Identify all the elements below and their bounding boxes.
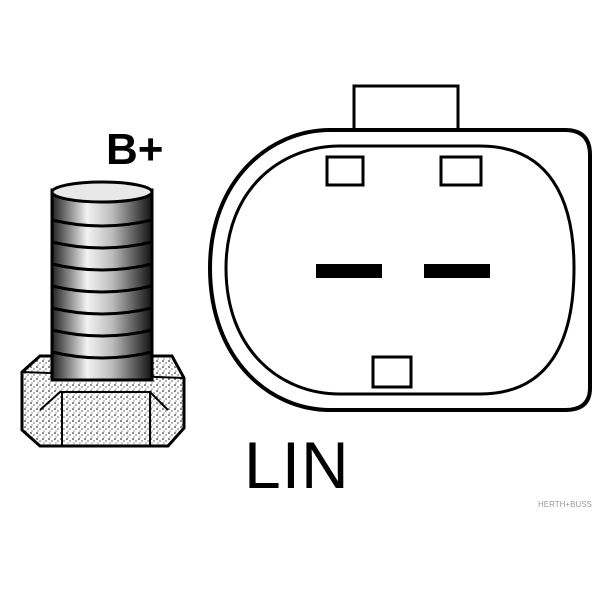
b-plus-label: B+ xyxy=(106,125,164,174)
lin-label: LIN xyxy=(244,428,350,502)
lin-connector xyxy=(207,84,592,412)
threaded-stud xyxy=(50,180,154,382)
brand-watermark: HERTH+BUSS xyxy=(538,500,592,509)
